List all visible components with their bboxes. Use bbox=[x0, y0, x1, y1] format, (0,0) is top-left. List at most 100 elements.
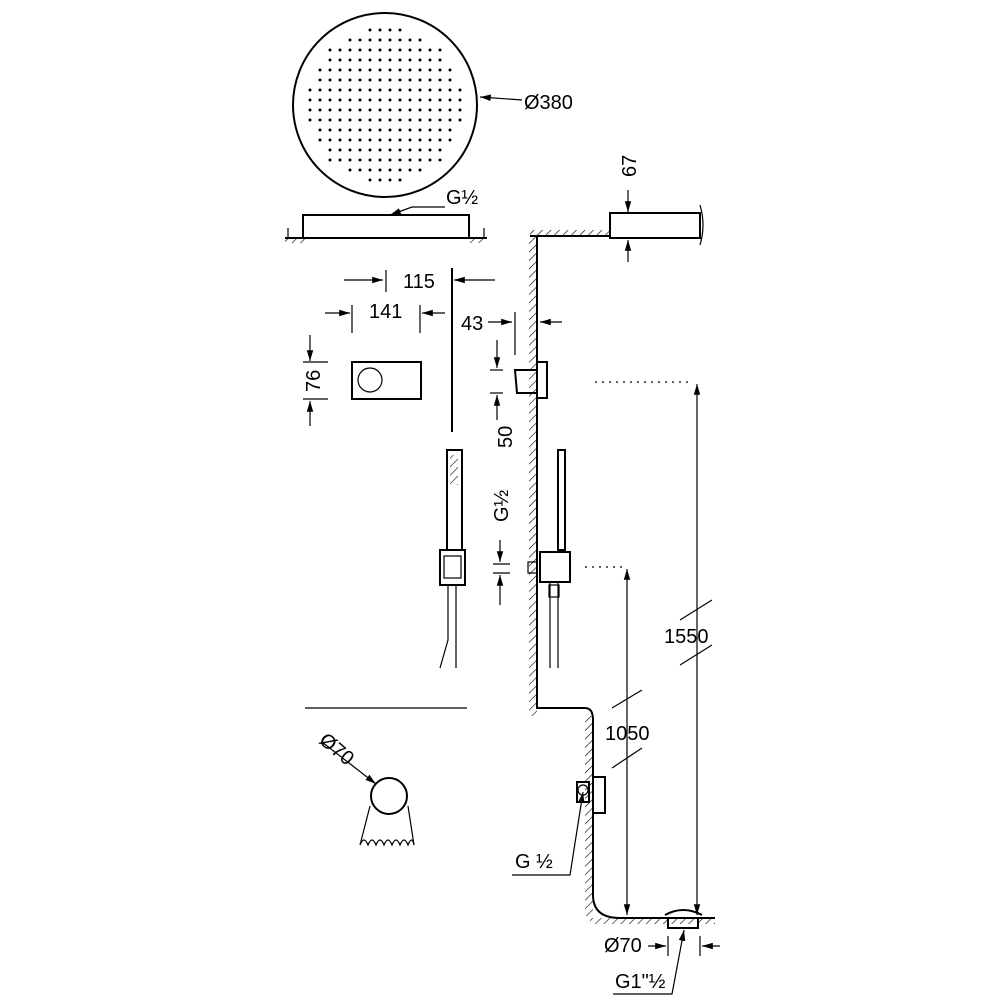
nozzle-dot bbox=[398, 168, 402, 172]
nozzle-dot bbox=[388, 128, 392, 132]
head-diameter-label: Ø380 bbox=[524, 92, 573, 114]
nozzle-dot bbox=[368, 28, 372, 32]
nozzle-dot bbox=[388, 118, 392, 122]
nozzle-dot bbox=[448, 98, 452, 102]
nozzle-dot bbox=[318, 68, 322, 72]
nozzle-dot bbox=[348, 128, 352, 132]
nozzle-dot bbox=[418, 68, 422, 72]
nozzle-dot bbox=[338, 98, 342, 102]
nozzle-dot bbox=[378, 128, 382, 132]
nozzle-dot bbox=[438, 88, 442, 92]
nozzle-dot bbox=[308, 98, 312, 102]
nozzle-dot bbox=[368, 108, 372, 112]
mixer-front-view: 115 141 76 bbox=[303, 268, 495, 432]
nozzle-dot bbox=[458, 108, 462, 112]
nozzle-dot bbox=[368, 118, 372, 122]
nozzle-dot bbox=[418, 88, 422, 92]
nozzle-dot bbox=[438, 158, 442, 162]
nozzle-dot bbox=[388, 178, 392, 182]
nozzle-dot bbox=[348, 88, 352, 92]
nozzle-dot bbox=[408, 108, 412, 112]
nozzle-dot bbox=[318, 78, 322, 82]
nozzle-dot bbox=[348, 68, 352, 72]
nozzle-dot bbox=[388, 168, 392, 172]
nozzle-dot bbox=[408, 58, 412, 62]
nozzle-dot bbox=[358, 38, 362, 42]
dim-43-label: 43 bbox=[461, 313, 483, 335]
nozzle-dot bbox=[328, 88, 332, 92]
handshower-thread-label: G½ bbox=[491, 489, 513, 522]
nozzle-dot bbox=[348, 118, 352, 122]
nozzle-dot bbox=[438, 138, 442, 142]
nozzle-dot bbox=[438, 78, 442, 82]
shower-head-nozzles bbox=[308, 28, 462, 182]
nozzle-dot bbox=[318, 88, 322, 92]
nozzle-dot bbox=[388, 138, 392, 142]
dim-67-label: 67 bbox=[619, 155, 641, 177]
nozzle-dot bbox=[388, 98, 392, 102]
nozzle-dot bbox=[388, 78, 392, 82]
nozzle-dot bbox=[438, 148, 442, 152]
nozzle-dot bbox=[378, 48, 382, 52]
nozzle-dot bbox=[368, 138, 372, 142]
nozzle-dot bbox=[448, 118, 452, 122]
nozzle-dot bbox=[428, 158, 432, 162]
nozzle-dot bbox=[328, 58, 332, 62]
nozzle-dot bbox=[388, 148, 392, 152]
nozzle-dot bbox=[398, 108, 402, 112]
nozzle-dot bbox=[458, 118, 462, 122]
dim-50-label: 50 bbox=[495, 426, 517, 448]
nozzle-dot bbox=[378, 148, 382, 152]
nozzle-dot bbox=[418, 78, 422, 82]
nozzle-dot bbox=[388, 58, 392, 62]
nozzle-dot bbox=[398, 78, 402, 82]
nozzle-dot bbox=[318, 98, 322, 102]
nozzle-dot bbox=[328, 128, 332, 132]
nozzle-dot bbox=[408, 118, 412, 122]
nozzle-dot bbox=[418, 158, 422, 162]
dim-1050-label: 1050 bbox=[605, 723, 650, 745]
nozzle-dot bbox=[328, 118, 332, 122]
nozzle-dot bbox=[388, 88, 392, 92]
nozzle-dot bbox=[428, 118, 432, 122]
hand-shower-front-view bbox=[439, 449, 466, 669]
nozzle-dot bbox=[428, 98, 432, 102]
nozzle-dot bbox=[378, 168, 382, 172]
nozzle-dot bbox=[318, 108, 322, 112]
spout-diameter-label: Ø70 bbox=[315, 729, 358, 770]
nozzle-dot bbox=[338, 128, 342, 132]
nozzle-dot bbox=[358, 118, 362, 122]
nozzle-dot bbox=[338, 88, 342, 92]
nozzle-dot bbox=[428, 138, 432, 142]
dim-115-label: 115 bbox=[403, 271, 435, 293]
nozzle-dot bbox=[408, 48, 412, 52]
nozzle-dot bbox=[408, 88, 412, 92]
nozzle-dot bbox=[448, 78, 452, 82]
nozzle-dot bbox=[428, 48, 432, 52]
nozzle-dot bbox=[358, 108, 362, 112]
nozzle-dot bbox=[348, 168, 352, 172]
nozzle-dot bbox=[348, 158, 352, 162]
nozzle-dot bbox=[428, 78, 432, 82]
nozzle-dot bbox=[438, 48, 442, 52]
nozzle-dot bbox=[408, 98, 412, 102]
nozzle-dot bbox=[348, 108, 352, 112]
nozzle-dot bbox=[438, 58, 442, 62]
nozzle-dot bbox=[408, 158, 412, 162]
nozzle-dot bbox=[368, 58, 372, 62]
nozzle-dot bbox=[358, 88, 362, 92]
nozzle-dot bbox=[448, 108, 452, 112]
nozzle-dot bbox=[378, 78, 382, 82]
nozzle-dot bbox=[348, 48, 352, 52]
nozzle-dot bbox=[398, 138, 402, 142]
nozzle-dot bbox=[408, 168, 412, 172]
nozzle-dot bbox=[388, 28, 392, 32]
nozzle-dot bbox=[418, 98, 422, 102]
nozzle-dot bbox=[378, 108, 382, 112]
nozzle-dot bbox=[408, 128, 412, 132]
nozzle-dot bbox=[358, 168, 362, 172]
nozzle-dot bbox=[418, 108, 422, 112]
nozzle-dot bbox=[428, 148, 432, 152]
nozzle-dot bbox=[368, 38, 372, 42]
